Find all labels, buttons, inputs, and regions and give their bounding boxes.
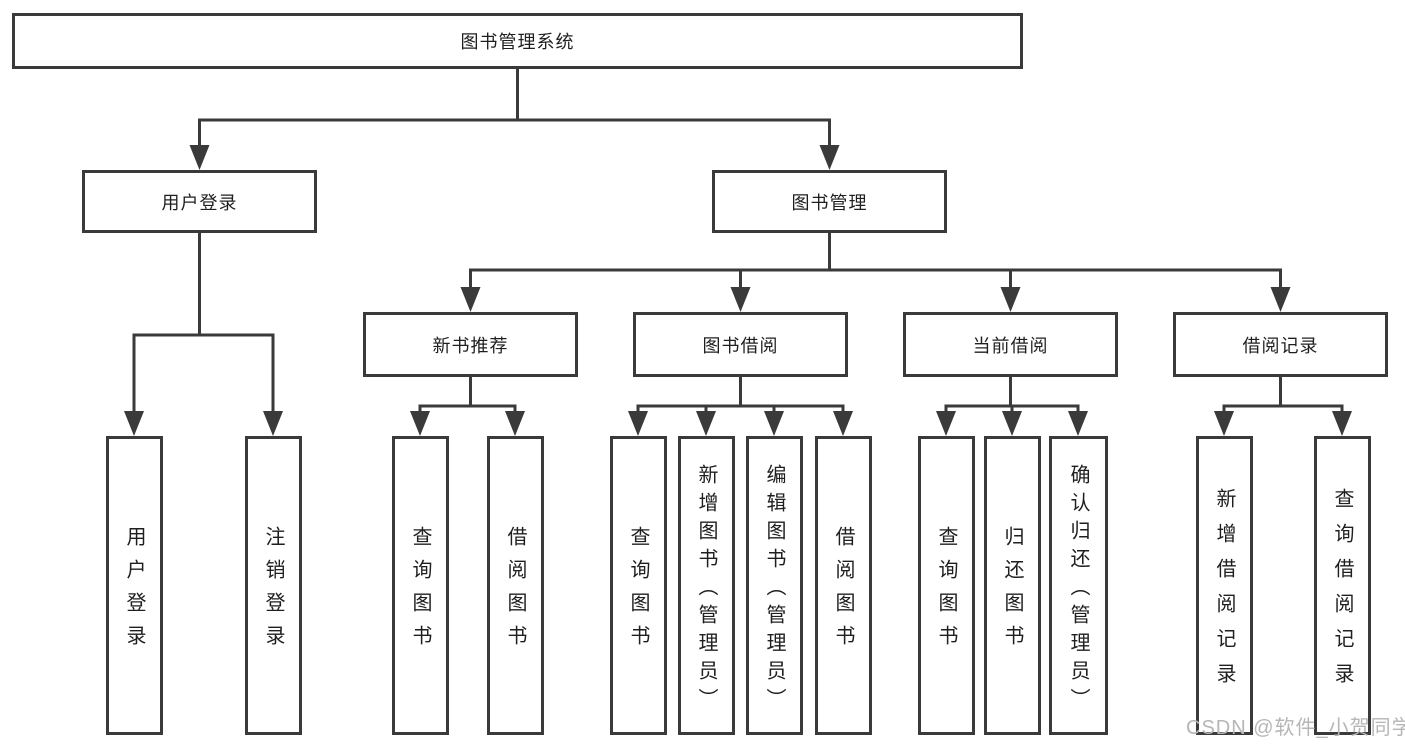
leaf-edit-books-admin: 编辑图书（管理员） [745,436,803,735]
leaf-query-books-3: 查询图书 [917,436,975,735]
arrowheads [124,145,1352,436]
leaf-return-books: 归还图书 [983,436,1041,735]
leaf-add-borrow-record: 新增借阅记录 [1195,436,1253,735]
leaf-query-books-2: 查询图书 [609,436,667,735]
node-new-book-recommend: 新书推荐 [363,312,578,377]
node-library-management-system: 图书管理系统 [12,13,1023,69]
leaf-borrow-books-2: 借阅图书 [814,436,872,735]
node-book-management: 图书管理 [712,170,947,233]
node-borrow-records: 借阅记录 [1173,312,1388,377]
leaf-query-books-1: 查询图书 [391,436,449,735]
leaf-logout: 注销登录 [244,436,302,735]
csdn-watermark: CSDN @软件_小贺同学 [1186,717,1405,739]
node-book-borrow: 图书借阅 [633,312,848,377]
leaf-confirm-return-admin: 确认归还（管理员） [1048,436,1108,735]
node-user-login: 用户登录 [82,170,317,233]
node-current-borrow: 当前借阅 [903,312,1118,377]
leaf-borrow-books-1: 借阅图书 [486,436,544,735]
leaf-add-books-admin: 新增图书（管理员） [677,436,735,735]
leaf-user-login: 用户登录 [105,436,163,735]
leaf-query-borrow-record: 查询借阅记录 [1313,436,1371,735]
